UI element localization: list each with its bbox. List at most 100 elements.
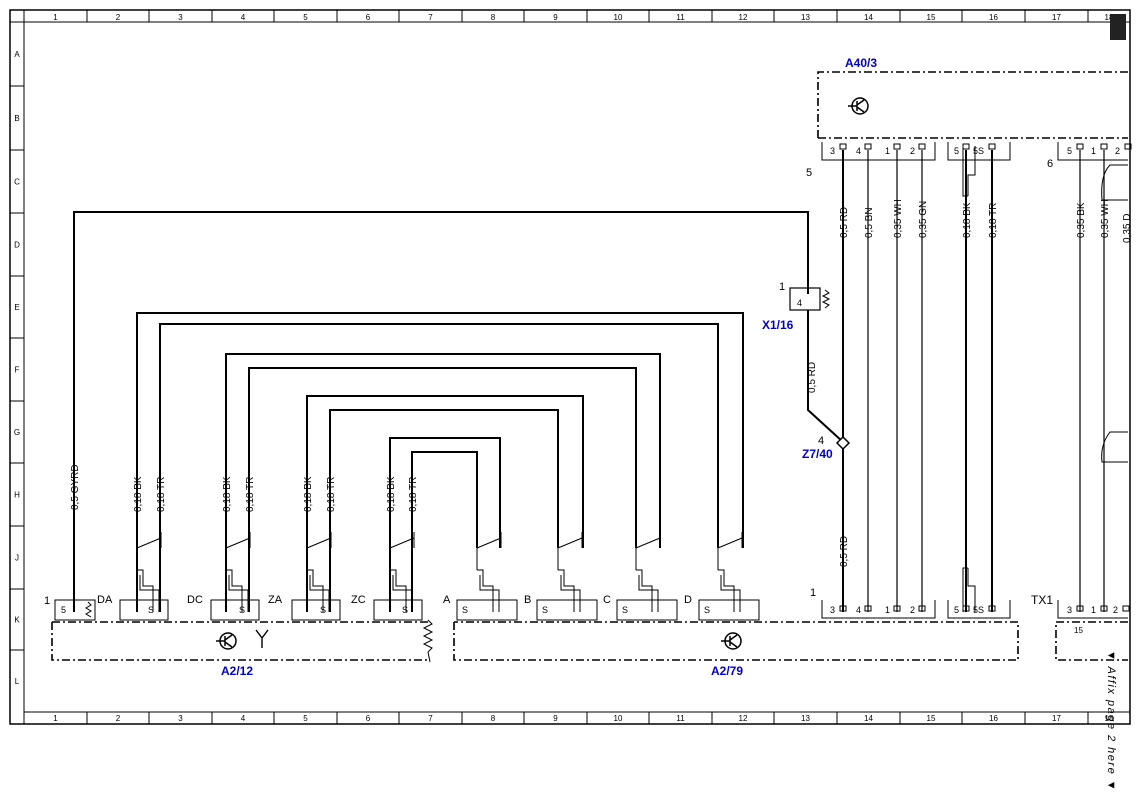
column-number: 17 <box>1052 13 1061 22</box>
column-number: 9 <box>553 714 558 723</box>
wire-label-partial: 0,35 D <box>1122 214 1133 243</box>
column-number: 6 <box>366 13 371 22</box>
column-number: 6 <box>366 714 371 723</box>
connector-label: ZC <box>351 594 366 606</box>
a40-pin-number: 4 <box>856 146 861 156</box>
column-number: 16 <box>989 714 998 723</box>
connector-label: C <box>603 594 611 606</box>
column-number: 14 <box>864 13 873 22</box>
x1-pin: 4 <box>797 298 802 308</box>
tx1-housing <box>1055 621 1128 661</box>
a2-79-pin-num: 1 <box>810 587 816 599</box>
row-letter: D <box>14 241 20 250</box>
column-number: 5 <box>303 13 308 22</box>
a2-79-pin-terminal <box>988 605 996 612</box>
column-number: 12 <box>739 13 748 22</box>
a2-79-pin-terminal <box>918 605 926 612</box>
z7-rd-wire-label: 0,5 RD <box>839 536 850 567</box>
row-letter: G <box>14 428 20 437</box>
transistor-icon <box>216 632 237 650</box>
a40-pin-terminal <box>1076 143 1084 150</box>
switch-symbol <box>635 532 661 570</box>
bk-wire <box>306 395 584 612</box>
tr-wire <box>411 451 478 612</box>
connector-housing <box>373 599 423 621</box>
switch-shield <box>558 569 581 612</box>
column-number: 8 <box>491 13 496 22</box>
a40-pin-number: 5 <box>954 146 959 156</box>
wire-label: 0,18 BK <box>133 476 144 512</box>
x1-rd-wire <box>807 310 844 443</box>
column-number: 12 <box>739 714 748 723</box>
shield-pin: S <box>320 605 326 615</box>
column-number: 11 <box>676 13 685 22</box>
z7-splice <box>835 435 851 451</box>
switch-shield <box>226 569 249 612</box>
x1-label: X1/16 <box>762 318 794 332</box>
gyrd-wire <box>73 211 809 612</box>
a40-pin-terminal <box>1100 143 1108 150</box>
connector-housing <box>210 599 260 621</box>
column-number: 2 <box>116 13 121 22</box>
a40-pin-terminal <box>839 143 847 150</box>
a2-12-pin5-box <box>54 599 96 621</box>
shield-pin: S <box>462 605 468 615</box>
switch-symbol <box>389 532 415 570</box>
a2-79-label: A2/79 <box>711 664 743 678</box>
shield-pin: S <box>239 605 245 615</box>
a2-79-pin-terminal <box>839 605 847 612</box>
bk-wire <box>225 353 661 612</box>
a40-pin-number: 5S <box>973 146 984 156</box>
a40-pin-number: 2 <box>910 146 915 156</box>
a2-79-pin-number: 5 <box>954 605 959 615</box>
tx1-pin-number: 1 <box>1091 605 1096 615</box>
connector-housing <box>616 599 678 621</box>
connector-label: ZA <box>268 594 283 606</box>
tx1-sub: 15 <box>1074 626 1083 635</box>
connector-housing <box>291 599 341 621</box>
shield-pin: S <box>148 605 154 615</box>
a40-pin-number: 1 <box>1091 146 1096 156</box>
switch-symbols <box>136 532 743 612</box>
transistor-icon <box>721 632 742 650</box>
wire-label: 0,35 WH <box>893 199 904 238</box>
a2-12-label: A2/12 <box>221 664 253 678</box>
wire-label: 0,18 TR <box>156 477 167 512</box>
wire-label: 0,18 BK <box>303 476 314 512</box>
wire-label: 0,35 GN <box>918 201 929 238</box>
partial-connector-shape-2 <box>1101 431 1128 463</box>
connector-label: DA <box>97 594 113 606</box>
connector-housing <box>698 599 760 621</box>
switch-symbol <box>717 532 743 570</box>
column-number: 10 <box>614 714 623 723</box>
switch-shield <box>636 569 659 612</box>
row-letter: K <box>14 616 20 625</box>
column-number: 18 <box>1105 13 1114 22</box>
a2-79-shield-bracket <box>962 567 976 612</box>
a40-pin-group-label-2: 6 <box>1047 158 1053 170</box>
tx1-pin-number: 2 <box>1113 605 1118 615</box>
switch-shield <box>137 569 160 612</box>
shield-pin: S <box>402 605 408 615</box>
tx1-pin-terminal <box>1076 605 1084 612</box>
connector-label: B <box>524 594 531 606</box>
a2-12-to-a2-79-wires <box>136 312 744 612</box>
a40-housing <box>817 71 1128 139</box>
tr-wire <box>248 367 637 612</box>
a2-79-pin-number: 4 <box>856 605 861 615</box>
a2-79-pin-terminal <box>864 605 872 612</box>
a40-pin-terminal <box>918 143 926 150</box>
a40-pin-number: 1 <box>885 146 890 156</box>
tx1-pin-number: 3 <box>1067 605 1072 615</box>
switch-shield <box>390 569 413 612</box>
a40-pin-terminal <box>962 143 970 150</box>
a40-pin-terminal <box>988 143 996 150</box>
affix-note: ▼ Affix page 2 here ▼ <box>1105 650 1117 792</box>
tx1-pin-terminal <box>1122 605 1130 612</box>
column-number: 13 <box>801 714 810 723</box>
wire-label: 0,5 BN <box>864 207 875 238</box>
switch-symbol <box>476 532 502 570</box>
